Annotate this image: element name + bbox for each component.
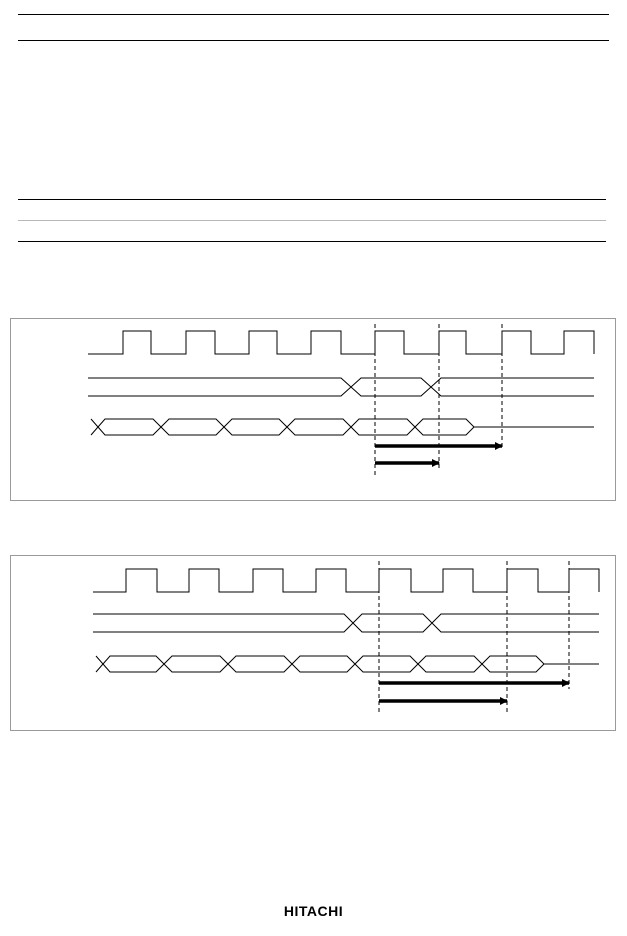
table-rule-bottom — [18, 241, 606, 242]
header-rule-bottom — [18, 40, 609, 41]
timing-diagram-2 — [10, 555, 616, 731]
address-bus-waveform — [93, 613, 599, 633]
clock-waveform — [93, 568, 600, 593]
address-bus-waveform — [88, 377, 594, 397]
timing-diagram-1 — [10, 318, 616, 501]
data-bus-waveform — [90, 418, 594, 436]
header-rule-top — [18, 14, 609, 15]
footer-brand-logo: HITACHI — [283, 903, 344, 919]
data-bus-waveform — [95, 655, 599, 673]
table-rule-middle — [18, 220, 606, 221]
timing-diagram-2-svg — [93, 561, 600, 712]
timing-diagram-1-svg — [88, 324, 595, 475]
clock-waveform — [88, 330, 595, 355]
table-rule-top — [18, 199, 606, 200]
